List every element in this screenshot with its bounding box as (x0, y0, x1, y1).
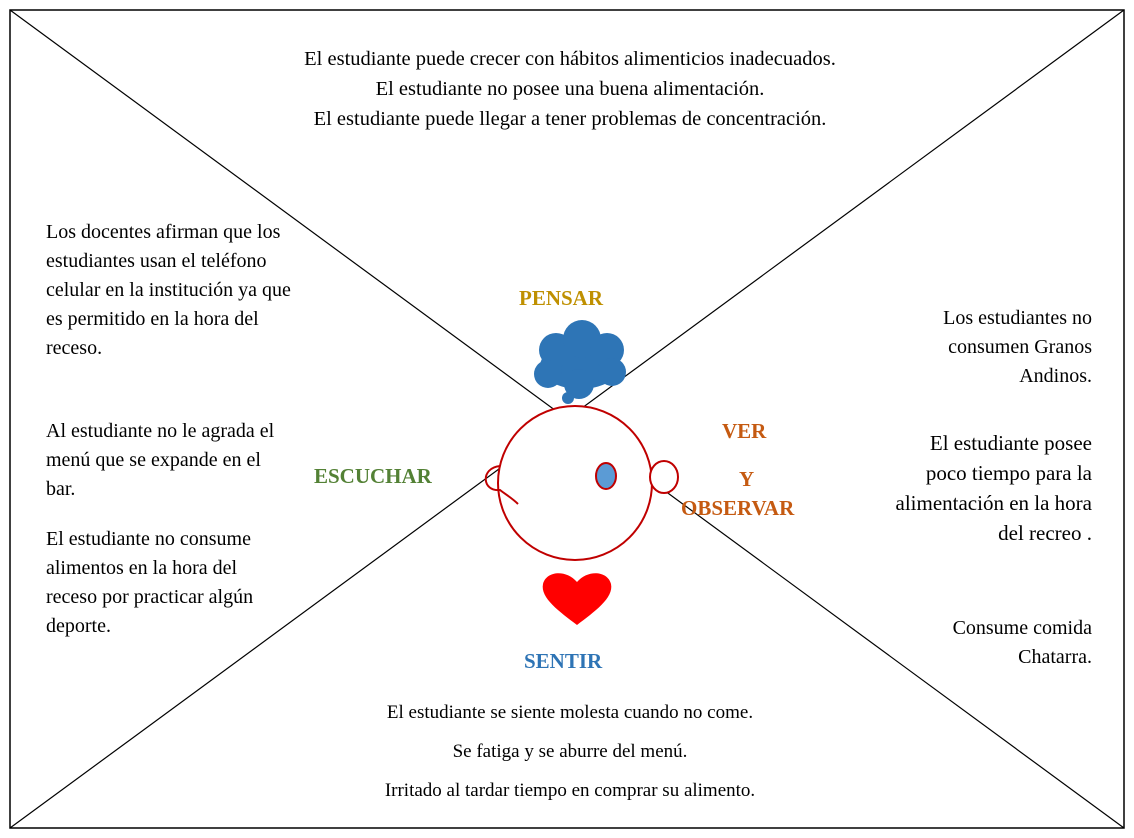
sentir-note: Irritado al tardar tiempo en comprar su … (384, 780, 756, 801)
sentir-note: El estudiante se siente molesta cuando n… (386, 702, 754, 723)
ver-note-text: Consume comida Chatarra. (952, 617, 1092, 668)
ver-note-text: Los estudiantes no consumen Granos Andin… (943, 307, 1092, 387)
ear-icon (484, 465, 519, 505)
ear-icon (649, 460, 679, 494)
escuchar-note-text: Los docentes afirman que los estudiantes… (46, 221, 291, 359)
eye-icon (595, 462, 617, 490)
outer-border (9, 9, 1125, 829)
pensar-note: El estudiante no posee una buena aliment… (375, 78, 765, 100)
ver-note-text: El estudiante posee poco tiempo para la … (895, 431, 1093, 545)
pensar-notes: El estudiante puede crecer con hábitos a… (300, 44, 840, 134)
escuchar-note: Al estudiante no le agrada el menú que s… (46, 417, 286, 504)
observar-label: OBSERVAR (681, 496, 795, 520)
pensar-note: El estudiante puede crecer con hábitos a… (304, 48, 836, 70)
ver-note: Consume comida Chatarra. (892, 614, 1092, 672)
ver-note: Los estudiantes no consumen Granos Andin… (882, 304, 1092, 391)
y-label: Y (739, 467, 755, 491)
escuchar-note: El estudiante no consume alimentos en la… (46, 525, 286, 641)
sentir-note: Se fatiga y se aburre del menú. (452, 741, 688, 762)
escuchar-note-text: Al estudiante no le agrada el menú que s… (46, 420, 275, 500)
pensar-label: PENSAR (519, 286, 604, 310)
escuchar-note-text: El estudiante no consume alimentos en la… (46, 528, 254, 637)
pensar-note: El estudiante puede llegar a tener probl… (313, 108, 827, 130)
thought-cloud-icon (534, 320, 626, 404)
ver-note: El estudiante posee poco tiempo para la … (892, 428, 1093, 548)
heart-icon (542, 573, 612, 625)
escuchar-note: Los docentes afirman que los estudiantes… (46, 218, 296, 363)
escuchar-label: ESCUCHAR (314, 464, 432, 488)
ver-label: VER (722, 419, 767, 443)
head-icon (497, 405, 653, 561)
sentir-label: SENTIR (524, 649, 603, 673)
